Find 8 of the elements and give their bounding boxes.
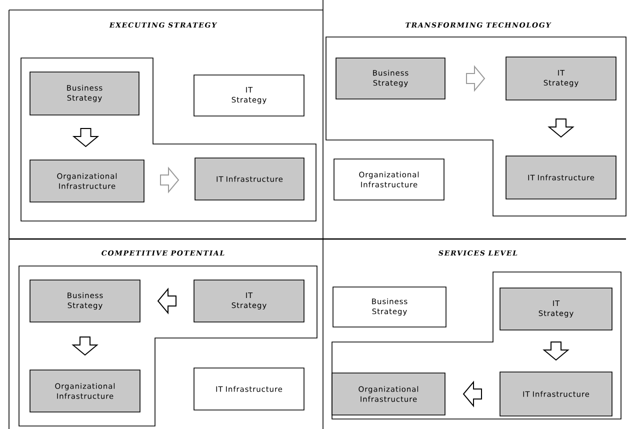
block-arrow xyxy=(466,65,486,92)
block-arrow xyxy=(157,288,176,314)
block-arrow xyxy=(160,166,180,194)
block-arrow xyxy=(542,342,570,361)
block-arrow xyxy=(72,336,98,356)
block-arrow xyxy=(72,128,100,148)
block-arrow xyxy=(462,380,482,408)
block-arrow xyxy=(548,118,574,138)
